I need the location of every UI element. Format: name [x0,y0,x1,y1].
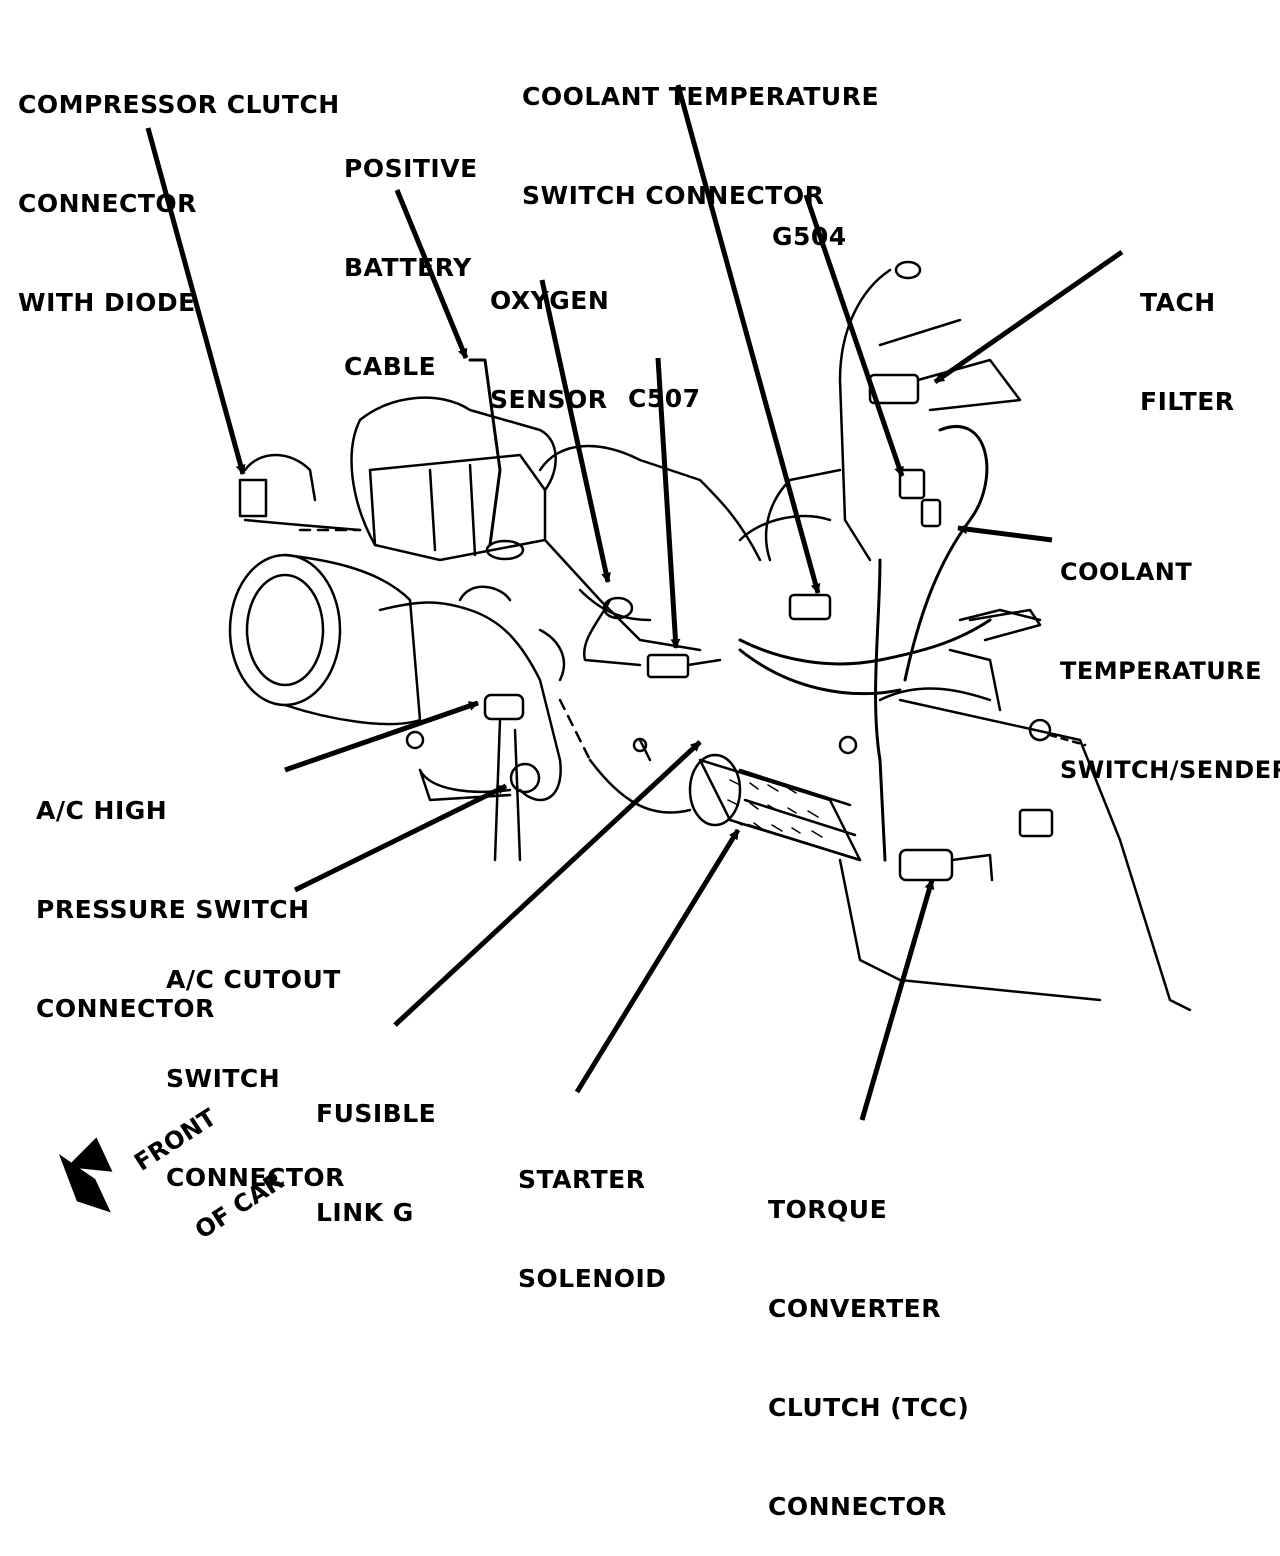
arrow-coolant-temp-sender [957,524,1053,543]
label-line: STARTER [518,1165,646,1194]
label-line: WITH DIODE [18,288,196,317]
label-line: CONNECTOR [18,189,197,218]
label-line: CONNECTOR [36,994,215,1023]
label-line: SWITCH/SENDER [1060,756,1280,784]
label-line: CABLE [344,352,437,381]
label-line: LINK G [316,1198,414,1227]
arrow-compressor-clutch [145,127,246,475]
label-line: OXYGEN [490,286,610,315]
label-line: SWITCH CONNECTOR [522,181,825,210]
arrow-ac-high-pressure [284,700,479,773]
label-compressor-clutch-connector: COMPRESSOR CLUTCH CONNECTOR WITH DIODE [18,22,340,352]
label-coolant-temperature-switch-sender: COOLANT TEMPERATURE SWITCH/SENDER [1060,490,1280,820]
label-line: TEMPERATURE [1060,657,1263,685]
label-positive-battery-cable: POSITIVE BATTERY CABLE [344,86,478,416]
label-line: FUSIBLE [316,1099,437,1128]
label-starter-solenoid: STARTER SOLENOID [518,1097,667,1328]
label-fusible-link-g: FUSIBLE LINK G [316,1031,436,1262]
arrow-g504 [803,194,905,477]
arrow-oxygen-sensor [539,279,611,583]
label-ac-cutout-switch-connector: A/C CUTOUT SWITCH CONNECTOR [166,897,345,1227]
label-tach-filter: TACH FILTER [1140,220,1235,451]
label-line: CONNECTOR [166,1163,345,1192]
label-line: BATTERY [344,253,472,282]
label-tcc-connector: TORQUE CONVERTER CLUTCH (TCC) CONNECTOR [768,1127,969,1556]
label-line: PRESSURE SWITCH [36,895,310,924]
label-line: COOLANT TEMPERATURE [522,82,880,111]
label-line: CLUTCH (TCC) [768,1393,970,1422]
label-c507: C507 [628,316,701,448]
label-oxygen-sensor: OXYGEN SENSOR [490,218,609,449]
label-line: A/C CUTOUT [166,965,341,994]
arrow-starter-solenoid [574,828,741,1094]
arrow-tach-filter [933,249,1124,385]
label-g504: G504 [772,154,847,286]
label-line: CONNECTOR [768,1492,947,1521]
label-line: FRONT [129,1103,222,1177]
arrow-tcc-connector [859,879,935,1121]
label-line: SENSOR [490,385,608,414]
label-line: G504 [772,222,847,251]
label-line: SWITCH [166,1064,281,1093]
label-line: SOLENOID [518,1264,667,1293]
leader-arrows [145,84,1124,1121]
label-line: TACH [1140,288,1216,317]
label-line: COMPRESSOR CLUTCH [18,90,340,119]
label-coolant-temperature-switch-connector: COOLANT TEMPERATURE SWITCH CONNECTOR [522,14,879,245]
engine-line-art [228,260,1192,1012]
label-line: CONVERTER [768,1294,941,1323]
label-line: TORQUE [768,1195,888,1224]
front-direction-arrow [58,1137,113,1213]
arrow-ac-cutout [293,783,508,893]
label-line: COOLANT [1060,558,1193,586]
arrow-coolant-temp-switch-connector [675,84,821,594]
label-ac-high-pressure-switch-connector: A/C HIGH PRESSURE SWITCH CONNECTOR [36,728,310,1058]
arrow-fusible-link [393,740,702,1027]
label-line: POSITIVE [344,154,478,183]
label-line: C507 [628,384,701,413]
arrow-c507 [655,357,681,649]
engine-diagram [58,84,1192,1213]
arrow-positive-battery [394,189,469,359]
label-line: FILTER [1140,387,1235,416]
label-line: A/C HIGH [36,796,168,825]
